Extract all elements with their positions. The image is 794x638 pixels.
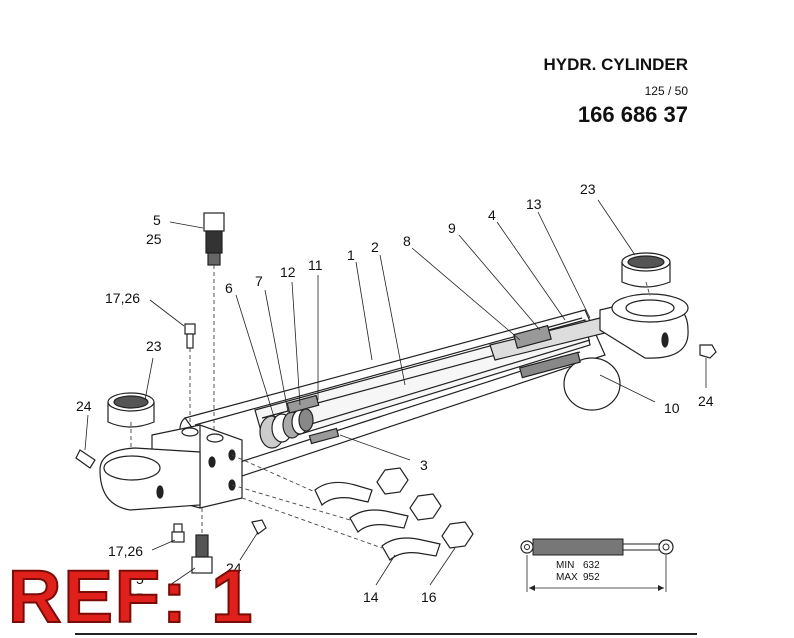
rear-bushing [107, 392, 155, 428]
assembly-lines [130, 265, 651, 549]
stroke-min-label: MIN [556, 560, 574, 571]
callout-23-rear: 23 [146, 338, 162, 354]
grease-nipple-24-right [699, 344, 717, 359]
callout-24-left: 24 [76, 398, 92, 414]
ref-stamp: REF: 1 [7, 555, 255, 638]
callout-8: 8 [403, 233, 411, 249]
callout-25-top: 25 [146, 231, 162, 247]
callout-17-26-top: 17,26 [105, 290, 140, 306]
cylinder-size: 125 / 50 [644, 84, 688, 98]
piston-rod [489, 317, 606, 379]
rod-eye [599, 293, 689, 359]
callout-24-right: 24 [698, 393, 714, 409]
bottom-valve [191, 534, 213, 574]
grease-nipple-17-26-bottom [171, 523, 185, 543]
callout-4: 4 [488, 207, 496, 223]
callout-25-bottom: 25 [128, 590, 144, 606]
callout-9: 9 [448, 220, 456, 236]
grease-nipple-17-26-top [184, 323, 196, 349]
callout-14: 14 [363, 589, 379, 605]
callout-6: 6 [225, 280, 233, 296]
callout-1: 1 [347, 247, 355, 263]
callout-3: 3 [420, 457, 428, 473]
grease-nipple-24-left [75, 449, 96, 469]
grease-nipple-24-bottom [251, 519, 267, 535]
callout-5-bottom: 5 [136, 571, 144, 587]
bottom-rule [75, 633, 697, 635]
callout-5-top: 5 [153, 212, 161, 228]
callout-2: 2 [371, 239, 379, 255]
leader-lines [84, 199, 707, 586]
stroke-inset: MIN 632 MAX 952 [520, 538, 674, 592]
stroke-max-label: MAX [556, 572, 578, 583]
callout-11: 11 [308, 257, 323, 273]
stroke-max-value: 952 [583, 572, 600, 583]
callout-23-front: 23 [580, 181, 596, 197]
top-valve [203, 212, 225, 266]
callout-16: 16 [421, 589, 437, 605]
callout-10: 10 [664, 400, 680, 416]
callout-13: 13 [526, 196, 542, 212]
diagram-title: HYDR. CYLINDER [543, 55, 688, 74]
piston-assembly [259, 394, 340, 449]
front-bushing [621, 252, 671, 288]
callout-24-bottom: 24 [226, 560, 242, 576]
callout-17-26-bottom: 17,26 [108, 543, 143, 559]
callout-7: 7 [255, 273, 263, 289]
callout-12: 12 [280, 264, 296, 280]
elbow-fittings [314, 467, 474, 561]
rear-clevis [99, 424, 243, 511]
stroke-min-value: 632 [583, 560, 600, 571]
part-number: 166 686 37 [577, 102, 688, 127]
